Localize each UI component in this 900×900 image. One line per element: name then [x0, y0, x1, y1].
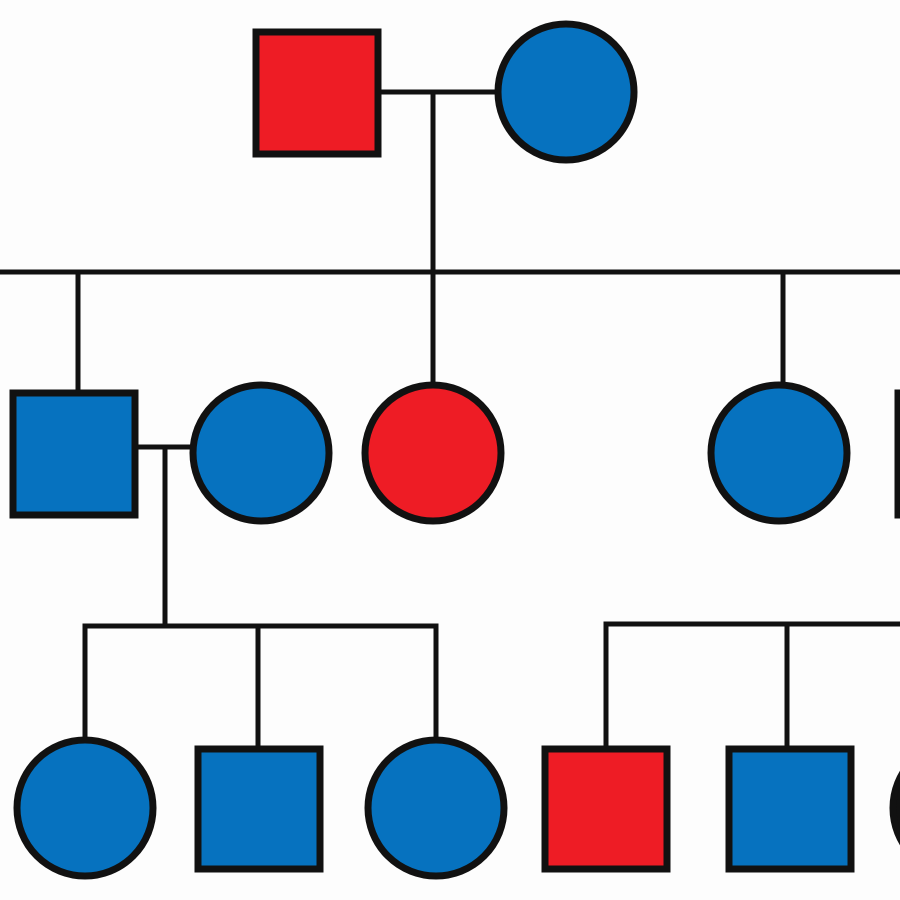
connector-lines: [0, 89, 900, 751]
g2-female-middle: [361, 381, 505, 525]
g3-male-5: [725, 745, 855, 873]
g3-female-6: [889, 770, 900, 846]
g3-male-2: [194, 745, 324, 873]
g3-male-4: [541, 745, 671, 873]
g2-male-left: [9, 389, 139, 519]
generation-3: [13, 736, 900, 880]
generation-1: [252, 20, 638, 164]
g2-male-edge: [894, 389, 900, 519]
g1-female: [494, 20, 638, 164]
generation-2: [9, 381, 900, 525]
g2-female-right: [707, 381, 851, 525]
g2-female-spouse: [189, 381, 333, 525]
g1-male: [252, 28, 382, 158]
g3-female-1: [13, 736, 157, 880]
g3-female-3: [364, 736, 508, 880]
